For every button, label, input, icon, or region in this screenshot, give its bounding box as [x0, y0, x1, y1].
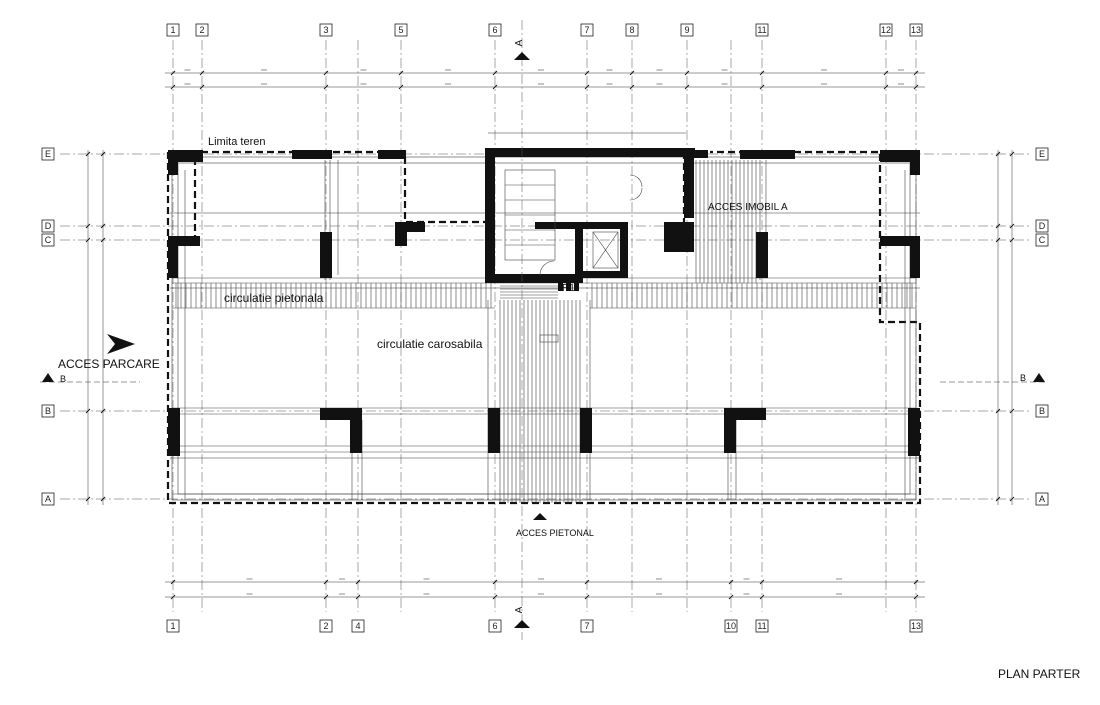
- grid-row-left-B: B: [41, 404, 55, 418]
- section-a-label-top: A: [514, 39, 525, 46]
- svg-text:D: D: [1039, 221, 1046, 231]
- svg-text:B: B: [1039, 406, 1045, 416]
- grid-col-top-1: 1: [166, 23, 180, 37]
- section-markers: A A B B: [40, 20, 1045, 640]
- r1-label: R1: [562, 283, 575, 294]
- circulatie-carosabila-label: circulatie carosabila: [377, 337, 483, 351]
- limita-teren-label: Limita teren: [208, 136, 265, 148]
- central-walkway-stripes: [499, 285, 581, 503]
- grid-column-markers-bottom: 1 2 4 6 7 10 11 13: [166, 619, 923, 633]
- svg-text:11: 11: [757, 25, 766, 35]
- svg-text:6: 6: [492, 621, 497, 631]
- svg-text:2: 2: [199, 25, 204, 35]
- vertical-grid-axes: [172, 40, 917, 612]
- svg-text:C: C: [1039, 235, 1046, 245]
- horizontal-grid-axes: [60, 153, 1030, 500]
- grid-col-top-8: 8: [625, 23, 639, 37]
- acces-imobil-label: ACCES IMOBIL A: [708, 202, 788, 213]
- svg-text:A: A: [45, 494, 51, 504]
- grid-row-right-B: B: [1035, 404, 1049, 418]
- entrance-ramp-hatch: [695, 160, 757, 283]
- svg-text:D: D: [45, 221, 52, 231]
- svg-text:8: 8: [629, 25, 634, 35]
- section-b-label-right: B: [1020, 373, 1026, 383]
- acces-pietonal-arrow: [533, 513, 547, 520]
- svg-text:13: 13: [911, 621, 921, 631]
- svg-text:7: 7: [584, 621, 589, 631]
- circulatie-pietonala-label: circulatie pietonala: [224, 291, 324, 305]
- grid-row-right-A: A: [1035, 492, 1049, 506]
- grid-row-left-A: A: [41, 492, 55, 506]
- core-block: [485, 148, 695, 343]
- grid-row-left-D: D: [41, 219, 55, 233]
- grid-col-top-5: 5: [394, 23, 408, 37]
- grid-row-left-E: E: [41, 147, 55, 161]
- grid-col-top-12: 12: [879, 23, 893, 37]
- grid-col-top-13: 13: [909, 23, 923, 37]
- grid-row-right-D: D: [1035, 219, 1049, 233]
- grid-col-top-6: 6: [488, 23, 502, 37]
- plan-labels: Limita teren ACCES IMOBIL A circulatie p…: [58, 136, 1081, 681]
- section-a-label-bottom: A: [514, 606, 525, 613]
- svg-text:10: 10: [726, 621, 736, 631]
- grid-row-right-E: E: [1035, 147, 1049, 161]
- grid-row-right-C: C: [1035, 233, 1049, 247]
- svg-text:E: E: [1039, 149, 1045, 159]
- dimension-values: [184, 69, 904, 595]
- svg-text:1: 1: [170, 621, 175, 631]
- pedestrian-circulation-hatch: [175, 283, 913, 308]
- svg-text:13: 13: [911, 25, 921, 35]
- svg-text:3: 3: [323, 25, 328, 35]
- grid-col-bottom-13: 13: [909, 619, 923, 633]
- grid-row-left-C: C: [41, 233, 55, 247]
- grid-col-top-7: 7: [580, 23, 594, 37]
- grid-row-markers-left: E DC B A: [41, 147, 55, 506]
- grid-col-top-3: 3: [319, 23, 333, 37]
- svg-text:6: 6: [492, 25, 497, 35]
- svg-text:12: 12: [881, 25, 891, 35]
- svg-text:B: B: [45, 406, 51, 416]
- svg-text:C: C: [45, 235, 52, 245]
- dimension-lines: [87, 72, 1013, 598]
- grid-col-bottom-1: 1: [166, 619, 180, 633]
- grid-col-top-11: 11: [755, 23, 769, 37]
- grid-col-bottom-6: 6: [488, 619, 502, 633]
- grid-col-top-9: 9: [680, 23, 694, 37]
- svg-text:1: 1: [170, 25, 175, 35]
- grid-row-markers-right: E DC B A: [1035, 147, 1049, 506]
- grid-col-bottom-7: 7: [580, 619, 594, 633]
- acces-pietonal-label: ACCES PIETONAL: [516, 528, 594, 538]
- svg-text:2: 2: [323, 621, 328, 631]
- svg-text:5: 5: [398, 25, 403, 35]
- grid-col-bottom-4: 4: [351, 619, 365, 633]
- svg-text:E: E: [45, 149, 51, 159]
- svg-text:11: 11: [757, 621, 766, 631]
- svg-text:A: A: [1039, 494, 1045, 504]
- section-b-label-left: B: [60, 374, 66, 384]
- grid-col-bottom-10: 10: [724, 619, 738, 633]
- structural-walls: [168, 150, 920, 456]
- grid-col-bottom-2: 2: [319, 619, 333, 633]
- grid-col-bottom-11: 11: [755, 619, 769, 633]
- acces-parcare-label: ACCES PARCARE: [58, 357, 160, 371]
- plan-title: PLAN PARTER: [998, 667, 1081, 681]
- svg-text:9: 9: [684, 25, 689, 35]
- svg-text:7: 7: [584, 25, 589, 35]
- dimension-ticks: [85, 70, 1015, 600]
- svg-text:4: 4: [355, 621, 360, 631]
- grid-col-top-2: 2: [195, 23, 209, 37]
- acces-parcare-arrow: [107, 334, 135, 354]
